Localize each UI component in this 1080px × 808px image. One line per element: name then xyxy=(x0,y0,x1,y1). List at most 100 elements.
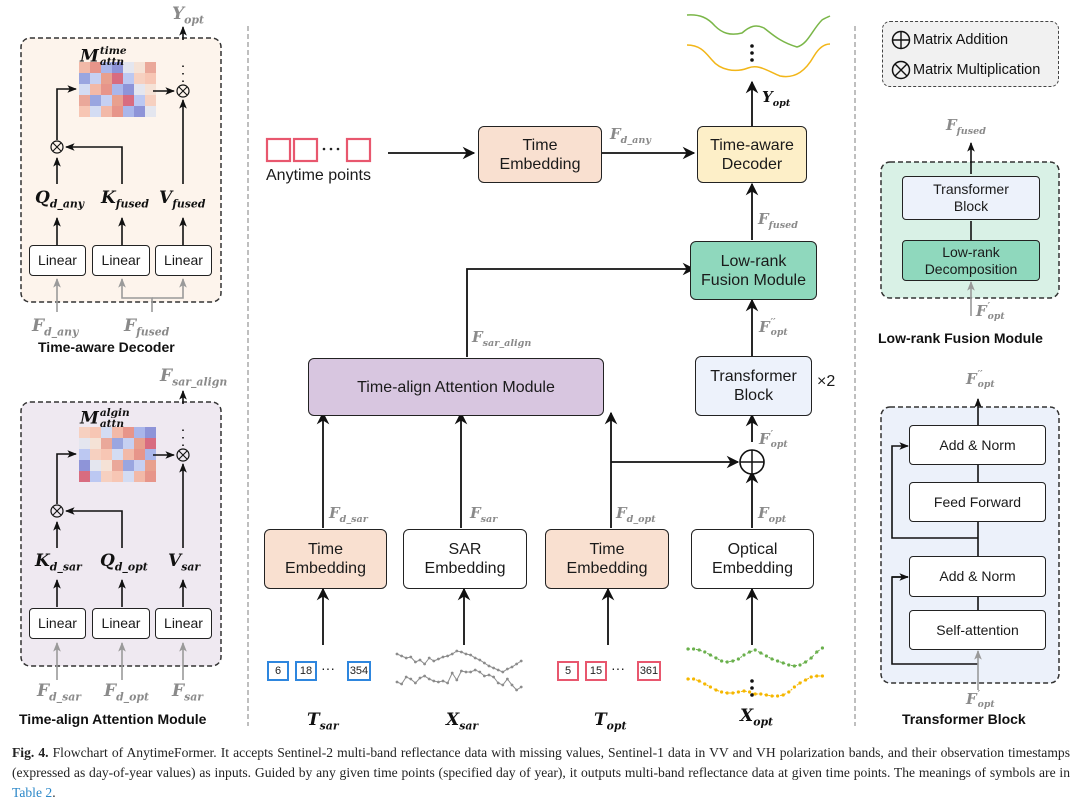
series-point xyxy=(450,652,454,656)
heatmap-cell xyxy=(79,471,90,482)
fusion-transformer-block: Transformer Block xyxy=(902,176,1040,220)
series-point xyxy=(792,685,797,689)
y-opt-label: Yopt xyxy=(762,88,791,109)
series-point xyxy=(686,647,690,651)
series-point xyxy=(395,680,399,684)
f-d-opt-label: Fd_opt xyxy=(616,504,656,525)
heatmap-cell xyxy=(79,438,90,449)
series-point xyxy=(781,693,785,697)
series-point xyxy=(450,671,454,675)
ellipsis: ··· xyxy=(321,660,335,676)
series-point xyxy=(798,663,802,667)
heatmap-cell xyxy=(90,460,101,471)
key-label: Kfused xyxy=(101,188,150,211)
series-point xyxy=(720,690,724,694)
series-point xyxy=(714,688,718,692)
series-point xyxy=(455,678,459,682)
heatmap-cell xyxy=(101,460,112,471)
f-sar-align-label: Fsar_align xyxy=(472,328,532,349)
series-point xyxy=(487,664,491,668)
heatmap-cell xyxy=(79,427,90,438)
series-point xyxy=(427,656,431,660)
linear-layer: Linear xyxy=(29,608,86,639)
t-opt-value: 361 xyxy=(637,661,661,681)
time-aware-decoder-box[interactable]: Time-aware Decoder xyxy=(697,126,807,183)
table-link[interactable]: Table 2 xyxy=(12,785,53,800)
time-align-attention-box[interactable]: Time-align Attention Module xyxy=(308,358,604,416)
series-point xyxy=(770,657,774,661)
heatmap-cell xyxy=(112,438,123,449)
align-output-label: Fsar_align xyxy=(160,366,228,389)
heatmap-cell xyxy=(112,73,123,84)
t-sar-value: 18 xyxy=(295,661,317,681)
series-point xyxy=(809,675,813,679)
series-point xyxy=(446,654,449,658)
series-point xyxy=(697,679,701,683)
input-label: Fd_any xyxy=(32,316,79,339)
series-point xyxy=(432,679,436,683)
series-point xyxy=(409,677,413,681)
t-sar-value: 354 xyxy=(347,661,371,681)
series-point xyxy=(686,677,690,681)
time-embedding-sar[interactable]: Time Embedding xyxy=(264,529,387,589)
series-point xyxy=(510,683,514,687)
add-norm-box: Add & Norm xyxy=(909,556,1046,597)
series-point xyxy=(483,661,486,665)
series-point xyxy=(815,650,819,654)
series-point xyxy=(427,677,431,681)
anytime-point-box xyxy=(345,137,372,163)
f-sar-label: Fsar xyxy=(470,504,498,525)
heatmap-cell xyxy=(101,427,112,438)
linear-layer: Linear xyxy=(155,608,212,639)
optical-embedding[interactable]: Optical Embedding xyxy=(691,529,814,589)
heatmap-cell xyxy=(112,427,123,438)
sar-input-series xyxy=(395,649,523,692)
heatmap-cell xyxy=(123,62,134,73)
series-point xyxy=(395,652,399,656)
attention-heatmap-align xyxy=(79,427,156,482)
series-point xyxy=(460,669,463,673)
series-point xyxy=(820,646,825,650)
series-point xyxy=(770,694,774,698)
matmul-icon xyxy=(50,504,64,518)
f-d-sar-label: Fd_sar xyxy=(329,504,368,525)
series-point xyxy=(501,683,505,687)
series-point xyxy=(776,659,780,663)
low-rank-fusion-box[interactable]: Low-rank Fusion Module xyxy=(690,241,817,300)
heatmap-cell xyxy=(134,460,145,471)
decoder-panel-bg xyxy=(20,37,222,303)
series-point xyxy=(720,659,724,663)
transformer-block-box[interactable]: Transformer Block xyxy=(695,356,812,416)
series-point xyxy=(748,650,752,654)
matmul-icon xyxy=(176,84,190,98)
series-point xyxy=(460,650,463,654)
time-embedding-opt[interactable]: Time Embedding xyxy=(545,529,669,589)
heatmap-cell xyxy=(134,95,145,106)
legend: Matrix Addition Matrix Multiplication xyxy=(882,21,1059,87)
heatmap-cell xyxy=(112,106,123,117)
sar-embedding[interactable]: SAR Embedding xyxy=(403,529,527,589)
heatmap-cell xyxy=(112,62,123,73)
heatmap-cell xyxy=(123,438,134,449)
heatmap-cell xyxy=(90,449,101,460)
series-point xyxy=(703,682,707,686)
transformer-panel-title: Transformer Block xyxy=(902,711,1026,727)
series-line xyxy=(396,669,522,691)
heatmap-cell xyxy=(134,438,145,449)
heatmap-cell xyxy=(90,84,101,95)
series-point xyxy=(473,668,477,672)
heatmap-cell xyxy=(101,95,112,106)
circle-plus-icon xyxy=(891,30,911,50)
linear-layer: Linear xyxy=(155,245,212,276)
series-line xyxy=(396,650,522,673)
heatmap-cell xyxy=(112,471,123,482)
heatmap-cell xyxy=(79,95,90,106)
heatmap-cell xyxy=(90,62,101,73)
fusion-panel-title: Low-rank Fusion Module xyxy=(878,330,1043,346)
heatmap-cell xyxy=(145,84,156,95)
series-point xyxy=(483,674,486,678)
series-point xyxy=(478,658,482,662)
series-point xyxy=(736,657,741,661)
series-point xyxy=(731,691,735,695)
t-sar-label: Tsar xyxy=(307,710,339,733)
